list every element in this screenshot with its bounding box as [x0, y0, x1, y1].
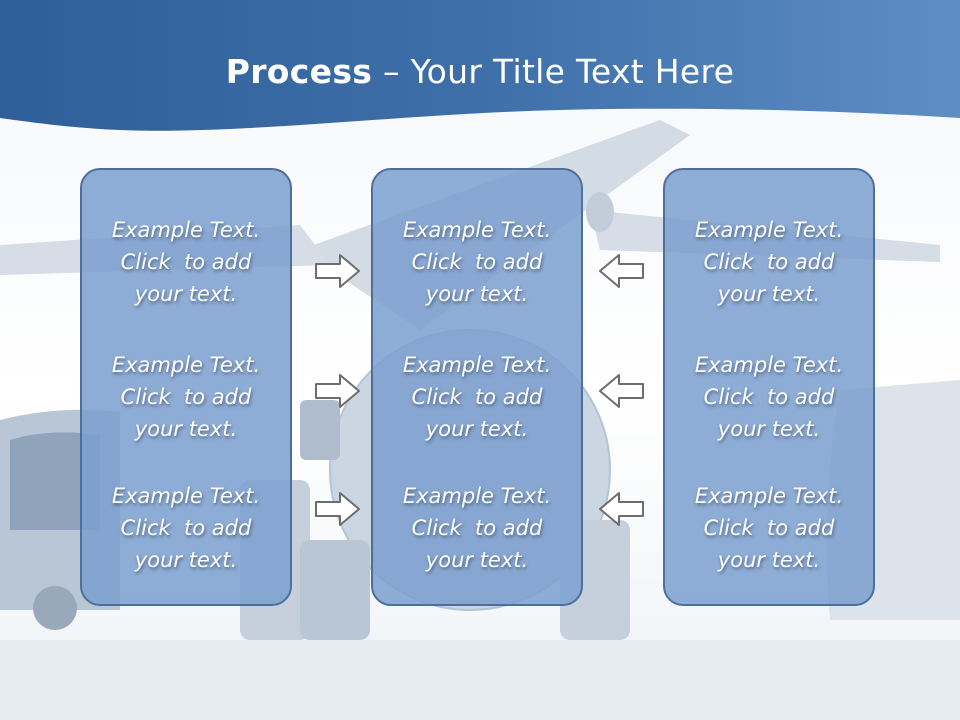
text-item[interactable]: Example Text. Click to add your text. [402, 353, 552, 441]
text-item[interactable]: Example Text. Click to add your text. [402, 484, 552, 572]
arrow-right-icon [315, 374, 360, 408]
text-item[interactable]: Example Text. Click to add your text. [402, 218, 552, 306]
text-box-left[interactable]: Example Text. Click to add your text. Ex… [80, 168, 292, 606]
arrow-right-icon [315, 254, 360, 288]
arrow-left-icon [599, 492, 644, 526]
text-box-center[interactable]: Example Text. Click to add your text. Ex… [371, 168, 583, 606]
header-band [0, 0, 960, 131]
text-box-right[interactable]: Example Text. Click to add your text. Ex… [663, 168, 875, 606]
slide-title[interactable]: Process – Your Title Text Here [0, 52, 960, 91]
arrow-right-icon [315, 492, 360, 526]
text-item[interactable]: Example Text. Click to add your text. [111, 484, 261, 572]
arrow-left-icon [599, 254, 644, 288]
text-item[interactable]: Example Text. Click to add your text. [111, 218, 261, 306]
arrow-left-icon [599, 374, 644, 408]
title-bold: Process [225, 52, 373, 91]
text-item[interactable]: Example Text. Click to add your text. [111, 353, 261, 441]
text-item[interactable]: Example Text. Click to add your text. [694, 484, 844, 572]
title-rest: – Your Title Text Here [372, 52, 735, 91]
text-item[interactable]: Example Text. Click to add your text. [694, 353, 844, 441]
text-item[interactable]: Example Text. Click to add your text. [694, 218, 844, 306]
